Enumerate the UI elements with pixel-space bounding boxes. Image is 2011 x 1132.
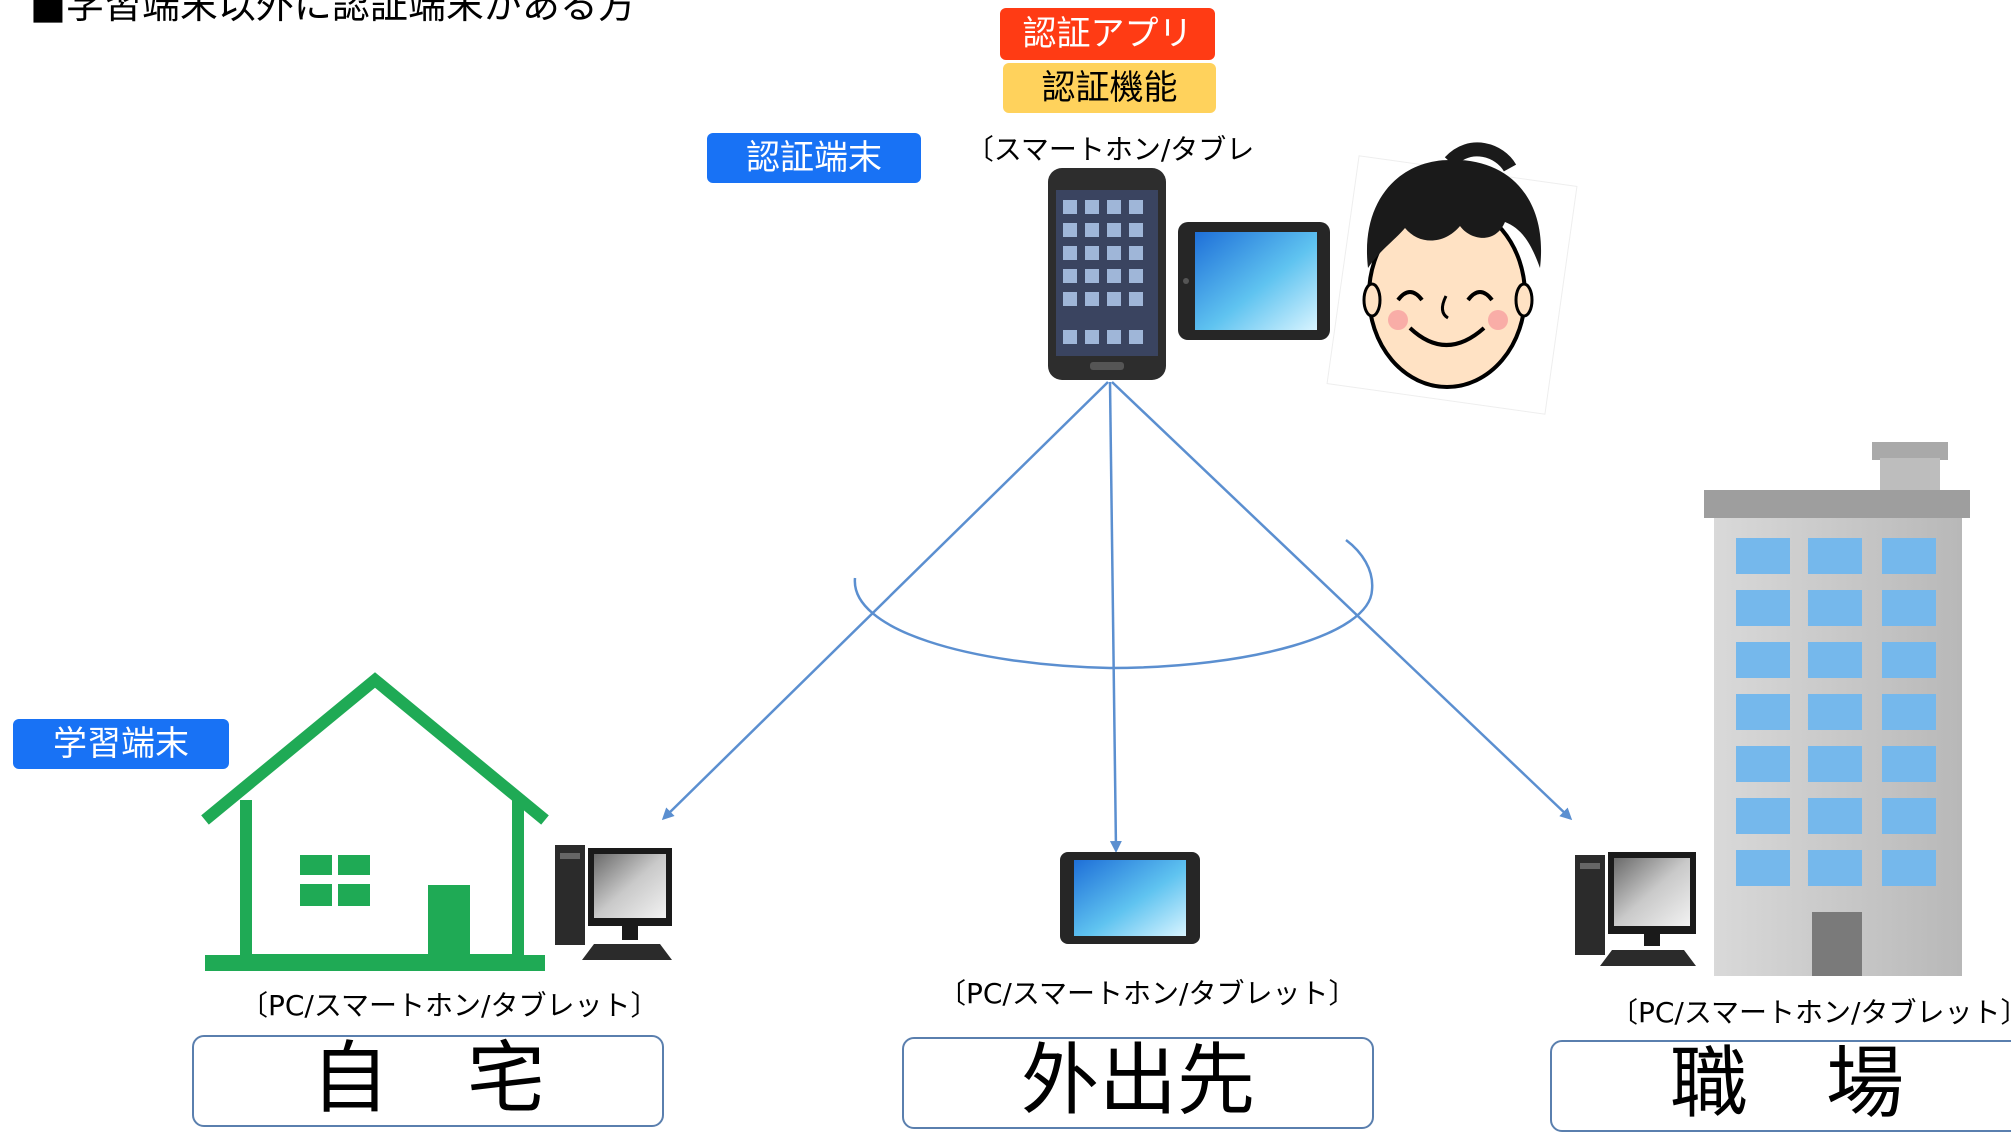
- building-windows: [1736, 538, 1936, 886]
- arrow-to-outside: [1108, 381, 1122, 853]
- location-outside-box: 外出先: [902, 1037, 1374, 1129]
- home-device-caption: 〔PC/スマートホン/タブレット〕: [240, 989, 659, 1022]
- learning-device-badge: 学習端末: [13, 719, 229, 769]
- desktop-pc-icon: [1575, 852, 1696, 966]
- workplace-device-caption: 〔PC/スマートホン/タブレット〕: [1610, 996, 2011, 1029]
- tablet-icon: [1060, 852, 1200, 944]
- arrow-to-workplace: [1111, 381, 1573, 821]
- arrow-to-home: [661, 381, 1109, 821]
- desktop-pc-icon: [555, 845, 672, 960]
- person-face-icon: [1326, 142, 1578, 415]
- location-home-box: 自 宅: [192, 1035, 664, 1127]
- outside-device-caption: 〔PC/スマートホン/タブレット〕: [938, 977, 1357, 1010]
- auth-app-badge: 認証アプリ: [1000, 8, 1215, 60]
- app-grid: [1063, 200, 1143, 344]
- auth-device-badge: 認証端末: [707, 133, 921, 183]
- connection-arrows: [661, 381, 1573, 853]
- smartphone-icon: [1048, 168, 1166, 380]
- tablet-icon: [1178, 222, 1330, 340]
- page-heading: ■学習端末以外に認証端末がある方: [30, 0, 636, 27]
- office-building-icon: [1704, 442, 1970, 976]
- auth-function-badge: 認証機能: [1003, 63, 1216, 113]
- ellipse-arc: [853, 539, 1374, 670]
- house-icon: [201, 672, 549, 971]
